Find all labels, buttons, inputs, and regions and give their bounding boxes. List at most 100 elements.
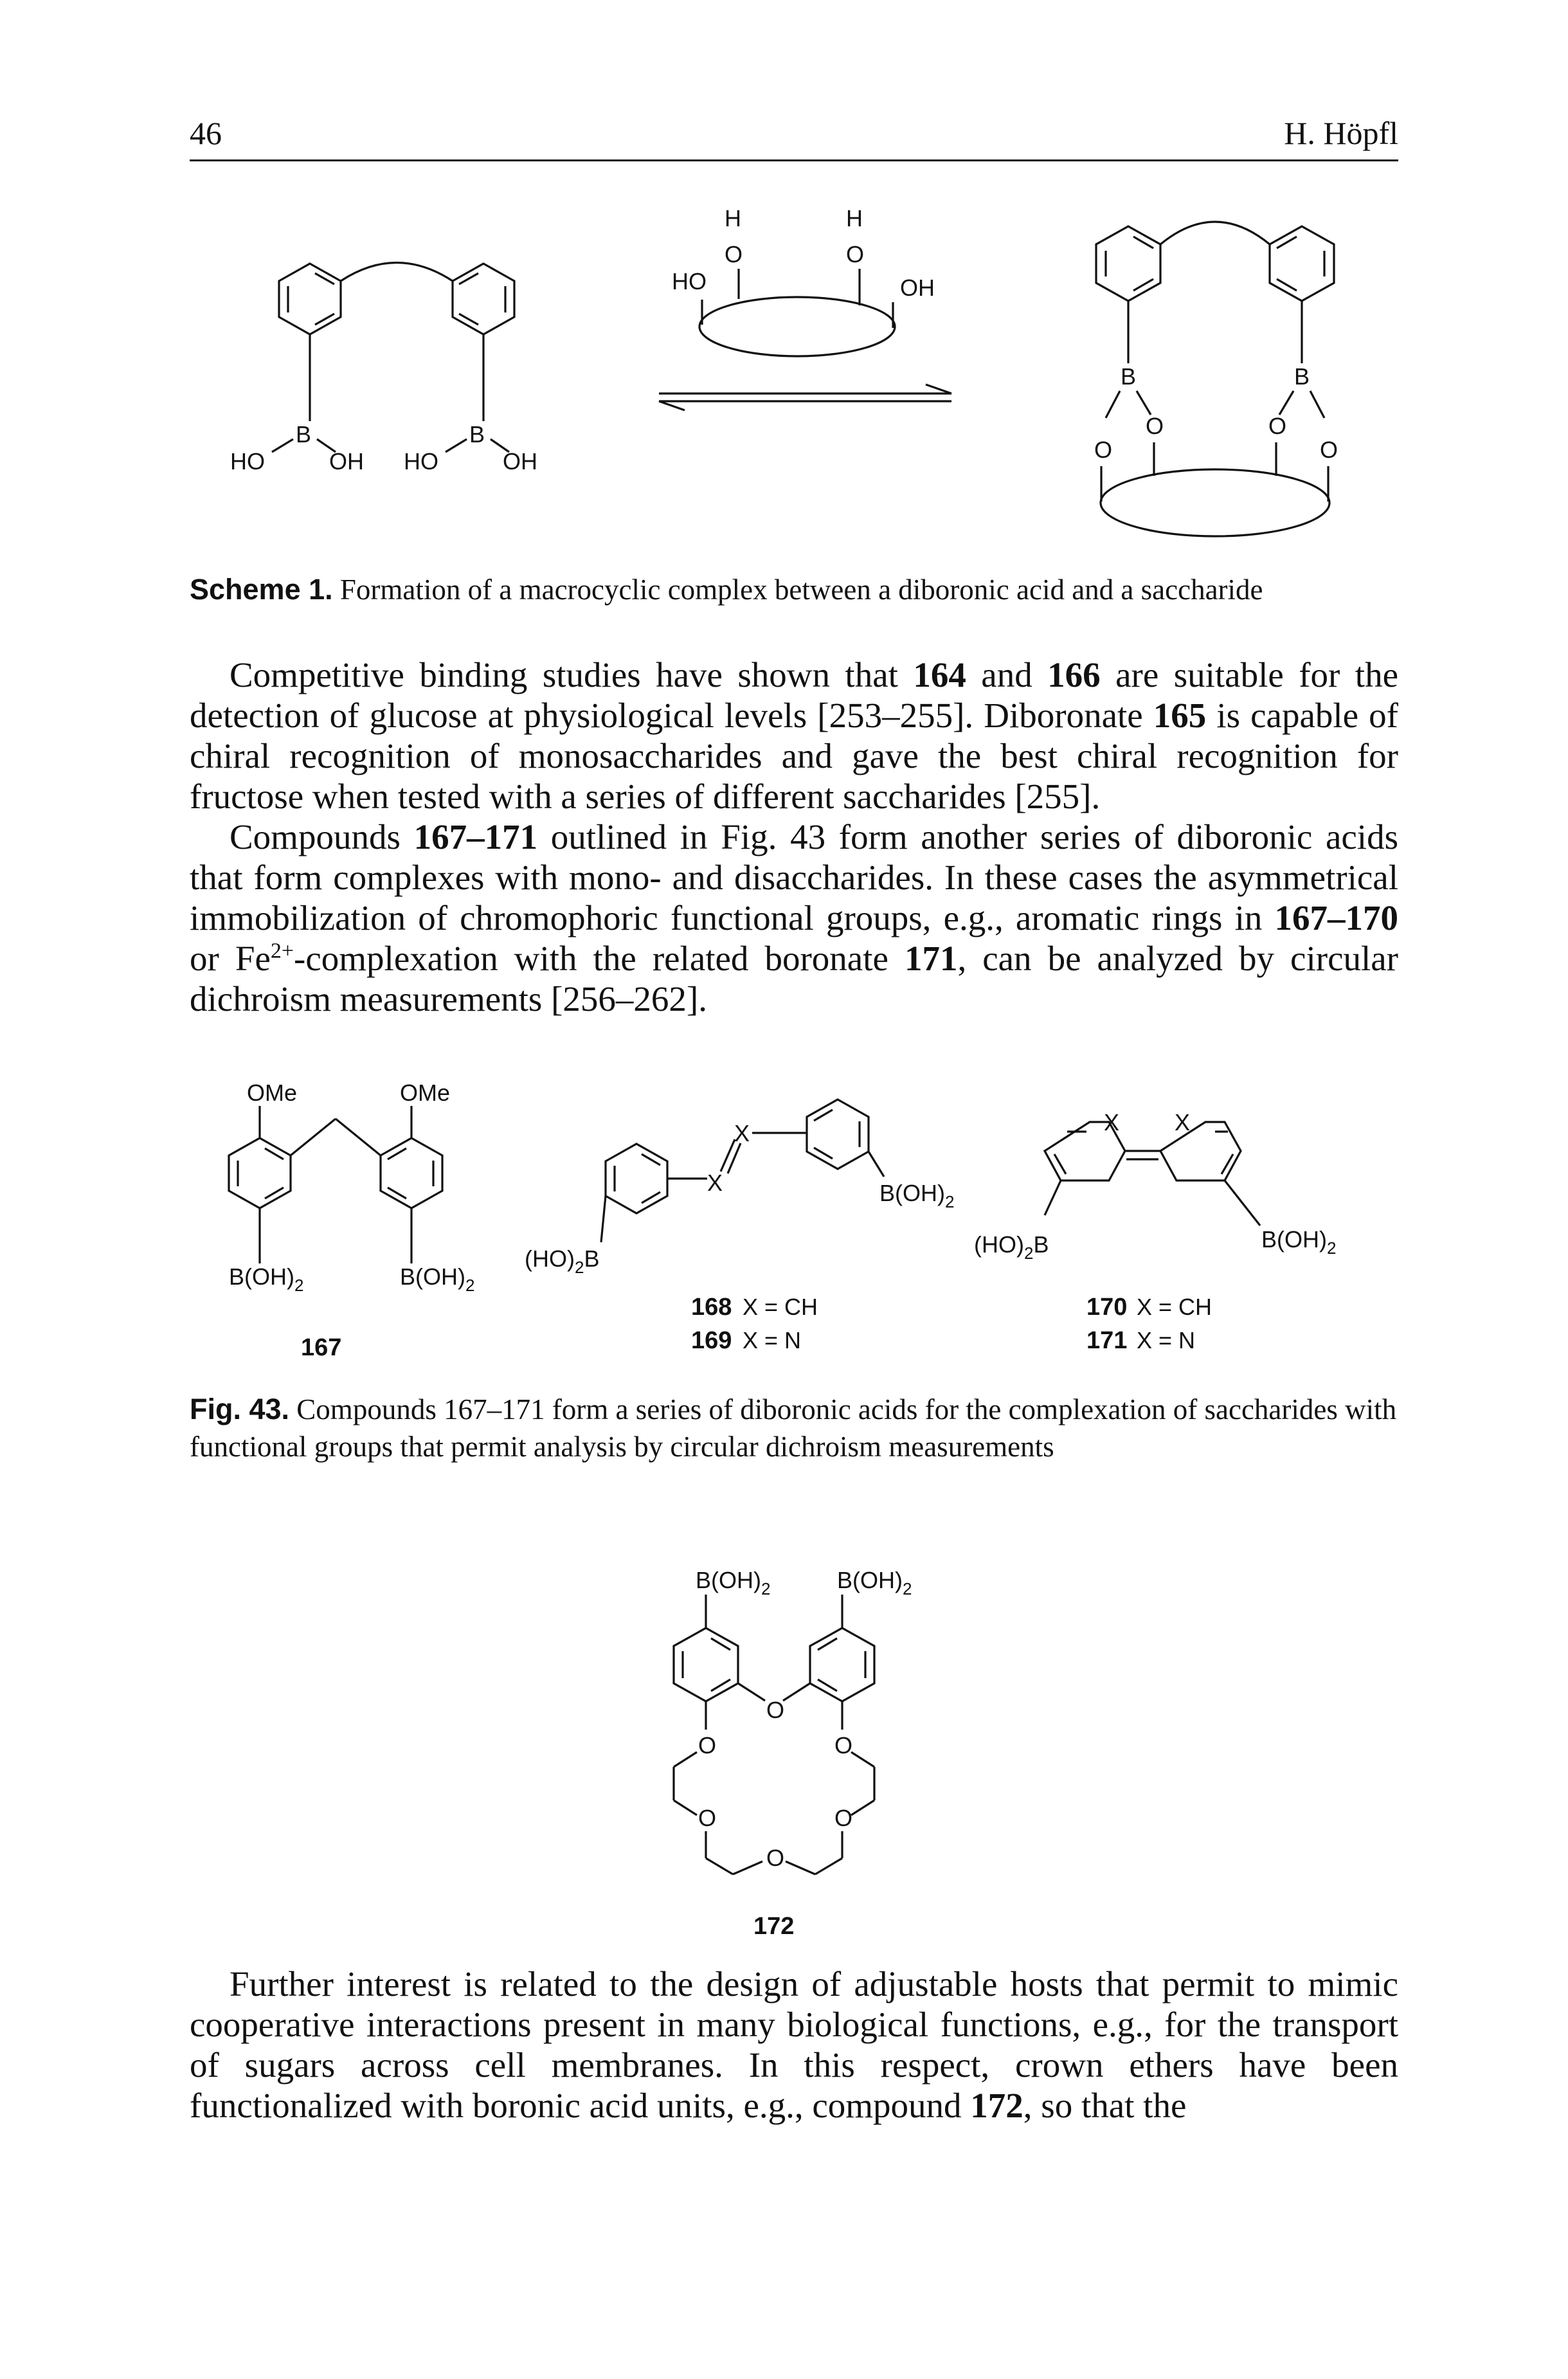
- compound-ref: 166: [1047, 655, 1101, 694]
- hydroxyl-label: HO: [404, 448, 438, 475]
- text-run: , so that the: [1023, 2086, 1187, 2125]
- compound-number: 172: [753, 1913, 794, 1940]
- subscript: 2: [1327, 1238, 1336, 1258]
- scheme-1-figure: B HO OH B HO OH H H O O HO OH: [230, 205, 1338, 538]
- figure-43-caption: Fig. 43. Compounds 167–171 form a series…: [190, 1391, 1398, 1465]
- subscript: 2: [1024, 1244, 1033, 1263]
- boron-label: B: [469, 421, 485, 448]
- paragraph: Further interest is related to the desig…: [190, 1964, 1398, 2126]
- equilibrium-arrow: [658, 383, 952, 412]
- boron-label: B: [1294, 363, 1310, 390]
- text-run: are suitable for the detection of glucos…: [190, 655, 1398, 735]
- oxygen-label: O: [698, 1805, 716, 1831]
- body-text-block-1: Competitive binding studies have shown t…: [190, 655, 1398, 1019]
- x-label: X: [1175, 1109, 1190, 1135]
- compound-ref: 167–170: [1274, 898, 1399, 937]
- x-label: X: [1104, 1109, 1119, 1135]
- oxygen-label: O: [766, 1845, 784, 1871]
- diboronic-acid-structure: B HO OH B HO OH: [230, 262, 537, 475]
- boronic-acid-prefix: (HO): [974, 1231, 1024, 1258]
- paragraph: Compounds 167–171 outlined in Fig. 43 fo…: [190, 817, 1398, 1019]
- compound-number: 170: [1086, 1294, 1127, 1321]
- svg-text:B(OH)2: B(OH)2: [229, 1263, 303, 1295]
- compound-definition: X = CH: [1137, 1294, 1212, 1320]
- hydroxyl-label: HO: [672, 268, 707, 294]
- compound-number: 169: [691, 1327, 732, 1354]
- svg-text:B(OH)2: B(OH)2: [837, 1567, 912, 1598]
- x-label: X: [707, 1170, 723, 1196]
- subscript: 2: [465, 1276, 474, 1295]
- oxygen-label: O: [834, 1732, 852, 1759]
- boronic-acid-label: B(OH): [1261, 1226, 1327, 1253]
- svg-text:B(OH)2: B(OH)2: [879, 1180, 954, 1211]
- boronic-acid-label: B(OH): [229, 1263, 294, 1290]
- text-run: outlined in Fig. 43 form another series …: [190, 817, 1398, 937]
- oxygen-label: O: [1320, 437, 1338, 463]
- text-run: , can be analyzed by circular dichroism …: [190, 939, 1398, 1018]
- hydroxyl-label: OH: [900, 275, 935, 301]
- oxygen-label: O: [1268, 413, 1286, 439]
- compound-definition: X = N: [743, 1327, 801, 1353]
- text-run: -complexation with the related boronate: [294, 939, 905, 978]
- compound-ref: 165: [1153, 696, 1207, 735]
- boron-label: B: [584, 1245, 599, 1272]
- subscript: 2: [575, 1258, 584, 1277]
- boron-label: B: [1121, 363, 1136, 390]
- paragraph: Competitive binding studies have shown t…: [190, 655, 1398, 817]
- text-run: Compounds: [230, 817, 414, 856]
- subscript: 2: [294, 1276, 303, 1295]
- subscript: 2: [761, 1579, 770, 1598]
- compound-167-structure: OMe OMe B(OH)2 B(OH)2 167: [228, 1080, 474, 1361]
- oxygen-label: O: [766, 1697, 784, 1723]
- boronic-acid-label: B(OH): [879, 1180, 945, 1206]
- text-run: and: [966, 655, 1048, 694]
- oxygen-label: O: [1146, 413, 1164, 439]
- compound-172-structure: B(OH)2 B(OH)2 O O O O O O 172: [672, 1567, 912, 1940]
- macrocyclic-complex-structure: B B O O O O: [1094, 221, 1338, 538]
- scheme-1-caption: Scheme 1. Formation of a macrocyclic com…: [190, 571, 1398, 608]
- compound-definition: X = CH: [743, 1294, 818, 1320]
- compound-ref: 164: [913, 655, 966, 694]
- compound-168-169-structure: X X B(OH)2 (HO)2B 168 X = CH 169 X = N: [525, 1098, 954, 1354]
- superscript: 2+: [270, 939, 294, 963]
- boronic-acid-prefix: (HO): [525, 1245, 575, 1272]
- page-number: 46: [190, 115, 222, 151]
- methoxy-label: OMe: [247, 1080, 297, 1106]
- hydrogen-label: H: [725, 205, 741, 231]
- text-run: Competitive binding studies have shown t…: [230, 655, 914, 694]
- running-author: H. Höpfl: [1284, 115, 1398, 151]
- svg-text:(HO)2B: (HO)2B: [974, 1231, 1049, 1263]
- boronic-acid-label: B(OH): [837, 1567, 903, 1593]
- text-run: Further interest is related to the desig…: [190, 1964, 1398, 2125]
- compound-definition: X = N: [1137, 1327, 1195, 1353]
- oxygen-label: O: [725, 241, 743, 267]
- compound-number: 171: [1086, 1327, 1127, 1354]
- figure-43-structures: OMe OMe B(OH)2 B(OH)2 167 X X: [228, 1080, 1336, 1361]
- caption-label: Scheme 1.: [190, 573, 333, 606]
- text-run: or Fe: [190, 939, 271, 978]
- compound-number: 167: [301, 1334, 341, 1361]
- oxygen-label: O: [1094, 437, 1112, 463]
- compound-ref: 171: [904, 939, 958, 978]
- oxygen-label: O: [846, 241, 864, 267]
- boron-label: B: [1033, 1231, 1049, 1258]
- svg-text:B(OH)2: B(OH)2: [1261, 1226, 1336, 1258]
- x-label: X: [734, 1120, 750, 1146]
- subscript: 2: [903, 1579, 912, 1598]
- boronic-acid-label: B(OH): [400, 1263, 465, 1290]
- compound-ref: 167–171: [413, 817, 538, 856]
- caption-label: Fig. 43.: [190, 1393, 290, 1425]
- compound-170-171-structure: X X (HO)2B B(OH)2 170 X = CH 171 X = N: [974, 1109, 1336, 1354]
- hydrogen-label: H: [846, 205, 863, 231]
- compound-ref: 172: [970, 2086, 1023, 2125]
- caption-text: Compounds 167–171 form a series of dibor…: [190, 1393, 1397, 1463]
- boronic-acid-label: B(OH): [696, 1567, 761, 1593]
- hydroxyl-label: HO: [230, 448, 265, 475]
- oxygen-label: O: [834, 1805, 852, 1831]
- body-text-block-2: Further interest is related to the desig…: [190, 1964, 1398, 2126]
- text-run: is capable of chiral recognition of mono…: [190, 696, 1398, 816]
- svg-text:B(OH)2: B(OH)2: [400, 1263, 474, 1295]
- running-head: 46 H. Höpfl: [190, 108, 1398, 161]
- svg-text:(HO)2B: (HO)2B: [525, 1245, 599, 1277]
- caption-text: Formation of a macrocyclic complex betwe…: [339, 574, 1263, 606]
